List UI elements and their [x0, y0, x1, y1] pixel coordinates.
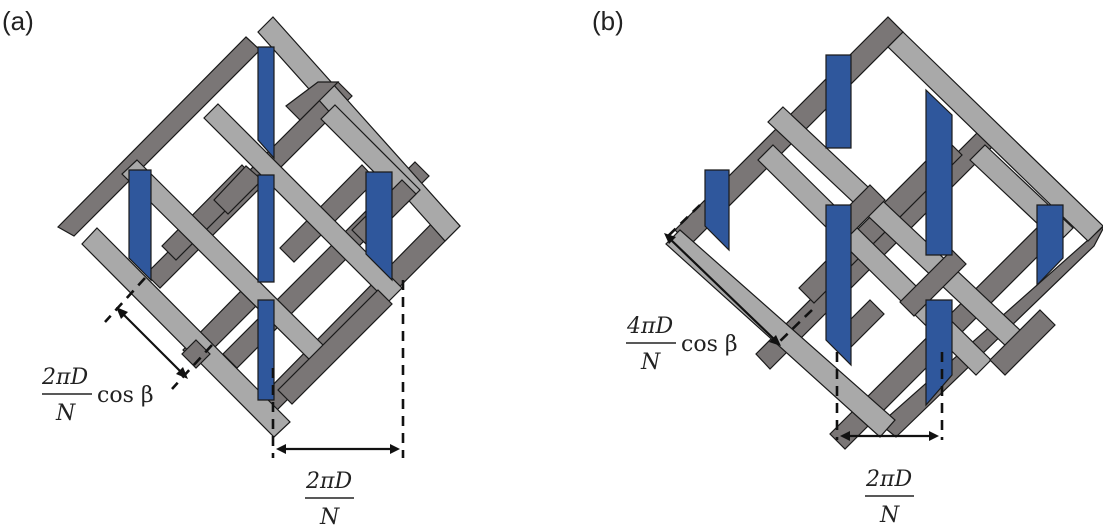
panel-a: (a) [2, 6, 461, 528]
panel-b-horizontal-dimension [835, 352, 944, 441]
denominator: N [640, 350, 661, 375]
panel-a-label: (a) [2, 6, 34, 36]
dark-strip-crossing [285, 81, 340, 121]
panel-b: (b) [592, 6, 1103, 528]
dark-strip-crossing [213, 165, 263, 215]
dark-strip [57, 36, 261, 237]
vertical-strip [128, 169, 152, 282]
panel-a-diagonal-label: 2πD N cos β [41, 365, 154, 426]
panel-b-diagonal-label: 4πD N cos β [626, 314, 738, 375]
dark-strip-crossing [989, 309, 1056, 376]
panel-a-horizontal-dimension [271, 280, 405, 458]
vertical-strip [257, 174, 275, 283]
vertical-strip [1036, 204, 1064, 287]
vertical-strip [704, 169, 730, 252]
panel-b-label: (b) [592, 6, 624, 36]
panel-a-horizontal-label: 2πD N [305, 469, 354, 528]
dimension-arrow [121, 312, 183, 374]
dark-strip-crossing [277, 289, 393, 405]
vertical-strip [925, 299, 953, 407]
extension-line [663, 204, 701, 241]
numerator: 2πD [41, 365, 88, 390]
vertical-strip [257, 46, 275, 160]
numerator: 4πD [626, 314, 673, 339]
extension-line [171, 344, 213, 390]
light-strip [887, 31, 1103, 242]
panel-b-weave [665, 16, 1103, 450]
denominator: N [879, 503, 900, 528]
arrowhead-icon [929, 431, 939, 441]
panel-b-diagonal-dimension [663, 204, 813, 346]
vertical-strip [825, 204, 852, 367]
dark-strip-crossing [899, 249, 967, 317]
arrowhead-icon [390, 444, 400, 454]
denominator: N [319, 505, 340, 528]
vertical-strip [825, 54, 852, 149]
denominator: N [55, 401, 76, 426]
arrowhead-icon [276, 444, 286, 454]
arrowhead-icon [840, 431, 850, 441]
suffix: cos β [681, 332, 738, 357]
vertical-strip [365, 171, 393, 282]
arrowhead-icon [664, 233, 676, 244]
vertical-strip [925, 88, 953, 256]
arrowhead-icon [769, 335, 781, 346]
panel-a-diagonal-dimension [104, 277, 213, 390]
arrowhead-icon [116, 307, 128, 319]
numerator: 2πD [865, 467, 912, 492]
numerator: 2πD [305, 469, 352, 494]
extension-line [104, 277, 146, 323]
suffix: cos β [97, 383, 154, 408]
dark-strip-crossing [181, 339, 211, 369]
panel-b-horizontal-label: 2πD N [865, 467, 914, 528]
dimension-arrow [668, 237, 777, 342]
extension-line [775, 309, 813, 346]
panel-a-weave [57, 16, 461, 438]
vertical-strip [257, 299, 275, 401]
arrowhead-icon [176, 367, 188, 379]
